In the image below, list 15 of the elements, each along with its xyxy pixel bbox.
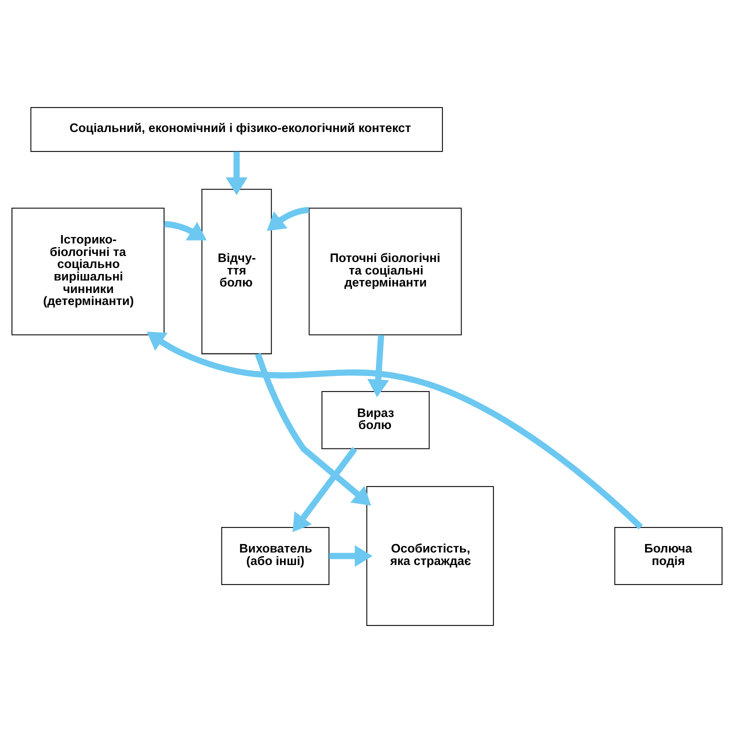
arrow [226, 152, 248, 196]
arrow [146, 332, 643, 530]
node-box: Особистість, яка страждає [366, 486, 494, 626]
node-box: Соціальний, економічний і фізико-екологічний контекст [30, 107, 443, 152]
node-box: Відчу- ття болю [201, 188, 272, 354]
node-box: Вираз болю [322, 391, 430, 450]
arrow [266, 206, 310, 231]
node-box: Історико- біологічні та соціально вирішальні чинники (детермінанти) [12, 208, 165, 336]
node-box: Вихователь (або інші) [221, 526, 330, 586]
arrow [367, 334, 390, 398]
arrow [329, 545, 372, 567]
node-box: Поточні біологічні та соціальні детермінанти [308, 208, 462, 336]
arrow [254, 352, 372, 506]
node-box: Болюча подія [614, 526, 722, 586]
arrow [164, 221, 207, 240]
